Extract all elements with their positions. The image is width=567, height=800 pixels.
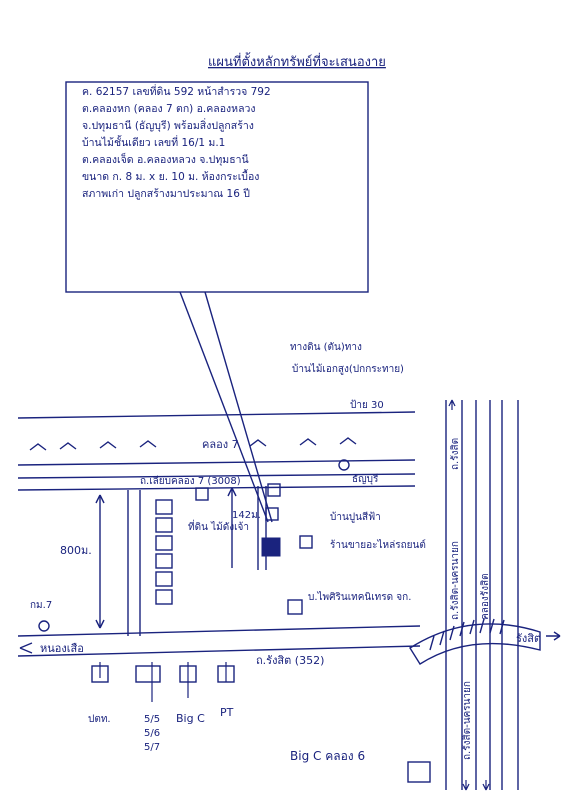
dist-142-label: 142ม. [232, 510, 261, 521]
deed-line: ค. 62157 เลขที่ดิน 592 หน้าสำรวจ 792 [82, 86, 271, 98]
road-vertical-b-label: ถ.รังสิต [450, 438, 461, 470]
road-vertical-label: ถ.รังสิต-นครนายก [450, 541, 461, 620]
wood-house-label: บ้านไม้เอกสูง(ปกกระทาย) [292, 363, 404, 375]
company-box [287, 599, 303, 615]
property-marker [261, 537, 281, 557]
shop-box [299, 535, 313, 549]
km-marker [38, 620, 50, 632]
deed-text: ค. 62157 เลขที่ดิน 592 หน้าสำรวจ 792 ต.ค… [68, 84, 366, 290]
sign-marker [338, 459, 350, 471]
road-vertical-2-label: ถ.รังสิต-นครนายก [462, 681, 473, 760]
canal-bottom-edge [17, 459, 416, 466]
dist-800-label: 800ม. [60, 544, 92, 557]
map-title: แผนที่ตั้งหลักทรัพย์ที่จะเสนองาย [208, 52, 386, 70]
bridge [409, 623, 541, 665]
pt-label: PT [220, 706, 234, 719]
house-box [267, 483, 281, 497]
shop-label: ร้านขายอะไหล่รถยนต์ [330, 539, 426, 551]
canal-road-edge-1 [17, 473, 416, 479]
blue-house-label: บ้านปูนสีฟ้า [330, 511, 381, 523]
deed-line: สภาพเก่า ปลูกสร้างมาประมาณ 16 ปี [82, 188, 250, 200]
company-label: บ.ไพศิรินเทคนิเทรด จก. [308, 591, 411, 603]
deed-box [65, 81, 369, 293]
callout-line-1 [179, 291, 269, 523]
deed-line: ขนาด ก. 8 ม. x ย. 10 ม. ห้องกระเบื้อง [82, 171, 260, 183]
km-label: กม.7 [30, 600, 52, 611]
deed-line: บ้านไม้ชั้นเดียว เลขที่ 16/1 ม.1 [82, 137, 226, 149]
deed-line: ต.คลองเจ็ด อ.คลองหลวง จ.ปทุมธานี [82, 154, 249, 166]
plot-556-label: 5/6 [144, 728, 160, 739]
pole-left-label: ที่ดิน ไม้ดังเจ้า [188, 519, 249, 533]
canal-top-edge [17, 411, 416, 419]
main-road-edge-1 [17, 625, 421, 637]
plot-557-label: 5/7 [144, 742, 160, 753]
blue-house-box [265, 507, 279, 521]
canal-waves [29, 437, 357, 451]
thanyaburi-label: ธัญบุรี [352, 473, 379, 485]
canal-vertical-label: คลองรังสิต [480, 573, 491, 620]
callout-line-2 [204, 291, 273, 523]
canal-label: คลอง 7 [202, 438, 239, 451]
main-road-label: ถ.รังสิต (352) [256, 654, 324, 667]
left-pole-box [195, 487, 209, 501]
deed-line: จ.ปทุมธานี (ธัญบุรี) พร้อมสิ่งปลูกสร้าง [82, 120, 254, 132]
canal-road-edge-2 [17, 485, 416, 491]
to-left-label: หนองเสือ [40, 642, 84, 655]
bigc-label: Big C [176, 712, 205, 725]
deed-line: ต.คลองหก (คลอง 7 ตก) อ.คลองหลวง [82, 103, 256, 115]
box-55 [135, 665, 161, 683]
arrow-left [19, 642, 33, 654]
canal-road-label: ถ.เลียบคลอง 7 (3008) [140, 475, 241, 487]
to-right-label: รังสิต [516, 632, 541, 645]
plot-555-label: 5/5 [144, 714, 160, 725]
land-sign-label: ป้าย 30 [350, 399, 384, 411]
ptt-label: ปตท. [88, 714, 111, 725]
bigc6-box [407, 761, 431, 783]
track-label: ทางดิน (ตัน)ทาง [290, 342, 362, 353]
main-road-edge-2 [17, 645, 421, 657]
bigc6-label: Big C คลอง 6 [290, 749, 365, 763]
